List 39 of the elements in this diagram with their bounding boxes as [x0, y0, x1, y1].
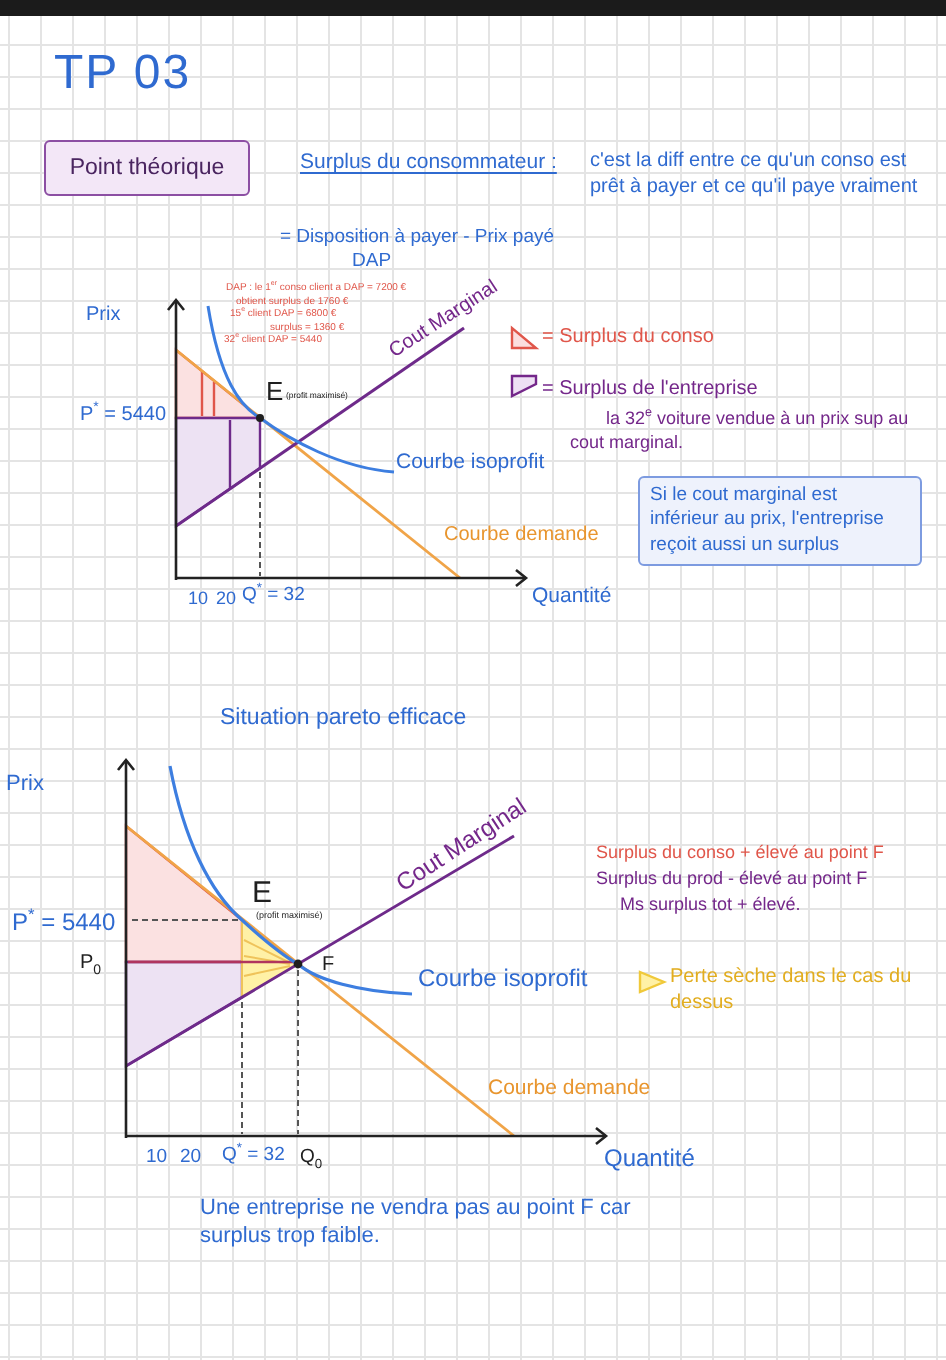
curve-label: Courbe isoprofit	[396, 450, 545, 475]
price-label: P$_{0}$	[80, 952, 102, 975]
curve-label: Courbe isoprofit	[418, 966, 588, 994]
point-label: E	[252, 876, 273, 911]
legend-text: = Surplus du conso	[542, 326, 714, 351]
axis-title: Prix	[6, 772, 44, 798]
term-heading: Surplus du consommateur :	[300, 150, 557, 175]
legend-text: Perte sèche dans le cas du dessus	[670, 966, 914, 1016]
note-text: la 32$^{e}$ voiture vendue à un prix sup au cout marginal.	[570, 408, 911, 455]
page-title: TP 03	[54, 50, 192, 98]
abbreviation-label: DAP	[352, 252, 392, 274]
tick-label: 10	[188, 588, 209, 609]
note-text: Ms surplus tot + élevé.	[620, 894, 801, 915]
point-label: F	[322, 954, 335, 977]
axis-title: Quantité	[604, 1146, 695, 1174]
tick-label: Q$_{0}$	[300, 1148, 323, 1170]
axis-title: Quantité	[532, 584, 612, 609]
formula-text: = Disposition à payer - Prix payé	[280, 228, 555, 250]
curve-label: Courbe demande	[488, 1076, 651, 1101]
tick-label: Q$^{*}$ = 32	[222, 1146, 285, 1168]
section-heading: Point théorique	[69, 156, 225, 180]
definition-text: c'est la diff entre ce qu'un conso est prêt à payer et ce qu'il paye vraiment	[590, 148, 920, 200]
tick-label: 20	[180, 1148, 202, 1170]
axis-title: Prix	[86, 304, 121, 327]
curve-label: Courbe demande	[444, 524, 599, 547]
note-text: Surplus du prod - élevé au point F	[596, 868, 868, 889]
conclusion-text: Une entreprise ne vendra pas au point F car surplus trop faible.	[200, 1194, 633, 1252]
tick-label: Q$^{*}$ = 32	[242, 586, 305, 608]
tick-label: 10	[146, 1148, 168, 1170]
point-label: E	[266, 378, 284, 408]
legend-text: = Surplus de l'entreprise	[542, 378, 758, 403]
note-frame	[638, 476, 922, 567]
note-text: Surplus du conso + élevé au point F	[596, 842, 884, 863]
price-label: P$^{*}$ = 5440	[80, 404, 167, 427]
tick-label: 20	[216, 588, 237, 609]
price-label: P$^{*}$ = 5440	[12, 910, 116, 938]
heading-frame	[44, 140, 250, 196]
note-text: Si le cout marginal est inférieur au prix, l'entreprise reçoit aussi un surplus	[650, 484, 886, 559]
section-heading: Situation pareto efficace	[220, 706, 467, 733]
